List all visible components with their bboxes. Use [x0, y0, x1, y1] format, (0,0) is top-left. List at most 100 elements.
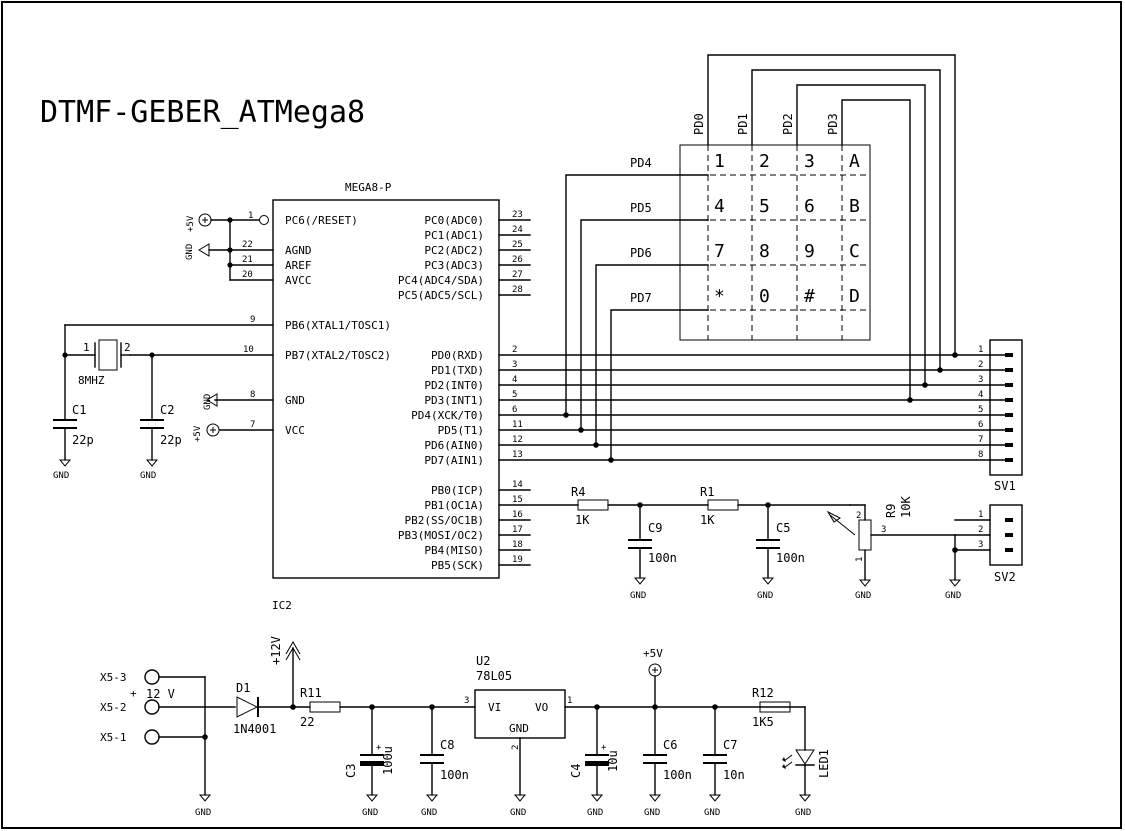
keypad-row-wires	[565, 174, 709, 461]
capacitor-c1: C1 22p GND	[53, 354, 94, 481]
key-6: 6	[804, 196, 815, 217]
sv1-pin: 2	[978, 360, 983, 370]
gnd-label: GND	[510, 808, 526, 818]
ic2-pin-num: 4	[512, 375, 517, 385]
gnd-symbol-pin8: GND	[203, 393, 218, 410]
u2-pin-gnd: 2	[511, 745, 521, 750]
gnd-label: GND	[945, 591, 961, 601]
ic2-pin-num: 2	[512, 345, 517, 355]
resistor-r11: R11 22	[300, 686, 476, 729]
r9-value: 10K	[899, 496, 913, 518]
c6-value: 100n	[663, 768, 692, 782]
ic2-body	[272, 199, 500, 579]
row-label-pd4: PD4	[630, 156, 652, 170]
capacitor-c4: + C4 10u GND	[569, 706, 620, 818]
sv2-pin: 2	[978, 525, 983, 535]
ic2-pin-num: 24	[512, 225, 523, 235]
sv1-pin: 6	[978, 420, 983, 430]
ic2-pin-label: PC4(ADC4/SDA)	[398, 274, 484, 287]
u2-vi: VI	[488, 701, 501, 714]
ic2-pin-label: PC2(ADC2)	[424, 244, 484, 257]
sv1-pin: 5	[978, 405, 983, 415]
key-8: 8	[759, 241, 770, 262]
key-2: 2	[759, 151, 770, 172]
connector-sv1: 1 2 3 4 5 6 7 8 SV1	[978, 339, 1023, 493]
u2-name: U2	[476, 654, 490, 668]
keypad-frame	[679, 144, 871, 341]
c9-name: C9	[648, 521, 662, 535]
sv1-name: SV1	[994, 479, 1016, 493]
sv2-pin: 1	[978, 510, 983, 520]
d1-value: 1N4001	[233, 722, 276, 736]
ic2-pin-label: PC0(ADC0)	[424, 214, 484, 227]
regulator-u2: U2 78L05 VI VO GND 3 1 2 GND	[464, 654, 791, 818]
key-c: C	[849, 241, 860, 262]
sv2-pin: 3	[978, 540, 983, 550]
ic2-pin-num: 9	[250, 315, 255, 325]
ic2-pin-num: 7	[250, 420, 255, 430]
key-9: 9	[804, 241, 815, 262]
c5-name: C5	[776, 521, 790, 535]
col-label-pd0: PD0	[692, 113, 706, 135]
gnd-symbol-agnd: GND	[185, 243, 231, 260]
key-4: 4	[714, 196, 725, 217]
key-a: A	[849, 151, 860, 172]
capacitor-c8: C8 100n GND	[420, 706, 469, 818]
sv1-pin: 1	[978, 345, 983, 355]
ic2-pin-label: AGND	[285, 244, 312, 257]
key-3: 3	[804, 151, 815, 172]
ic2-pin-label: PB7(XTAL2/TOSC2)	[285, 349, 391, 362]
ic2-pin-label: PD7(AIN1)	[424, 454, 484, 467]
svg-text:+: +	[376, 743, 382, 753]
x5-1-label: X5-1	[100, 731, 127, 744]
row-label-pd5: PD5	[630, 201, 652, 215]
c7-name: C7	[723, 738, 737, 752]
u2-value: 78L05	[476, 669, 512, 683]
vcc-symbol-pin7: +5V	[193, 423, 220, 442]
ic2-pin-num: 21	[242, 255, 253, 265]
ic2-pin-num: 28	[512, 285, 523, 295]
gnd-label: GND	[704, 808, 720, 818]
c8-name: C8	[440, 738, 454, 752]
power-input: X5-3 X5-2 X5-1 + 12 V GND	[100, 669, 236, 818]
resistor-r12: R12 1K5	[752, 686, 806, 751]
ic2-pin-label: PD2(INT0)	[424, 379, 484, 392]
key-1: 1	[714, 151, 725, 172]
p12v-label: +12V	[269, 636, 283, 665]
c4-name: C4	[569, 764, 583, 778]
gnd-label: GND	[630, 591, 646, 601]
r11-name: R11	[300, 686, 322, 700]
ic2-pin-label: PD5(T1)	[438, 424, 484, 437]
r9-pin: 3	[881, 525, 886, 535]
ic2-pin-label: PB3(MOSI/OC2)	[398, 529, 484, 542]
ic2-pin-label: PC1(ADC1)	[424, 229, 484, 242]
reset-inversion-bubble	[259, 215, 269, 225]
c5-value: 100n	[776, 551, 805, 565]
p5v-label: +5V	[193, 425, 203, 442]
key-d: D	[849, 286, 860, 307]
ic2-pin-num: 23	[512, 210, 523, 220]
ic2-pin-label: PB5(SCK)	[431, 559, 484, 572]
col-label-pd3: PD3	[826, 113, 840, 135]
ic2-pin-num: 8	[250, 390, 255, 400]
ic2-pin-label: PD6(AIN0)	[424, 439, 484, 452]
c3-name: C3	[344, 764, 358, 778]
r11-value: 22	[300, 715, 314, 729]
u2-pin-in: 3	[464, 696, 469, 706]
sv1-pin: 3	[978, 375, 983, 385]
ic2-pin-label: PB1(OC1A)	[424, 499, 484, 512]
ic2-pin-label: PD3(INT1)	[424, 394, 484, 407]
c2-value: 22p	[160, 433, 182, 447]
diode-d1: D1 1N4001	[233, 681, 311, 736]
led-led1: LED1 GND	[782, 749, 831, 818]
key-b: B	[849, 196, 860, 217]
gnd-label: GND	[140, 471, 156, 481]
r9-pin: 1	[855, 557, 865, 562]
led1-name: LED1	[817, 749, 831, 778]
keypad-column-wires	[707, 54, 956, 401]
r1-name: R1	[700, 485, 714, 499]
col-label-pd1: PD1	[736, 113, 750, 135]
ic2-pin-label: PD0(RXD)	[431, 349, 484, 362]
ic2-pin-num: 5	[512, 390, 517, 400]
u2-gnd: GND	[509, 722, 529, 735]
